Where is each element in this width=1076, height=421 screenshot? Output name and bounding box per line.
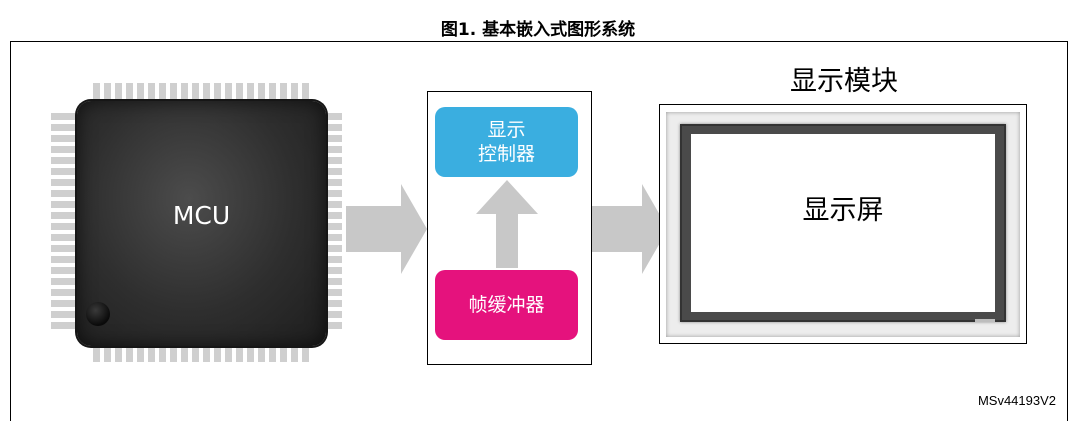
mcu-label: MCU	[172, 201, 231, 230]
display-controller-block: 显示 控制器	[435, 107, 578, 177]
display-controller-label-line2: 控制器	[477, 143, 535, 165]
mcu-pin1-marker	[86, 302, 110, 326]
display-screen-label: 显示屏	[802, 195, 884, 226]
arrow-framebuffer-to-controller	[476, 180, 538, 268]
display-controller-label-line1: 显示	[487, 119, 526, 141]
mcu-body	[77, 101, 326, 346]
mcu-pins-left	[51, 113, 81, 333]
display-screen	[691, 134, 995, 312]
frame-buffer-label: 帧缓冲器	[468, 294, 545, 316]
frame-buffer-block: 帧缓冲器	[435, 270, 578, 340]
figure-title: 图1. 基本嵌入式图形系统	[440, 20, 636, 40]
figure-code: MSv44193V2	[977, 393, 1056, 408]
figure-frame	[10, 41, 1068, 421]
arrow-mcu-to-controller	[346, 184, 427, 274]
arrow-controller-to-display	[592, 184, 668, 274]
display-module-title: 显示模块	[790, 66, 898, 97]
display-bezel-tab	[975, 319, 995, 322]
